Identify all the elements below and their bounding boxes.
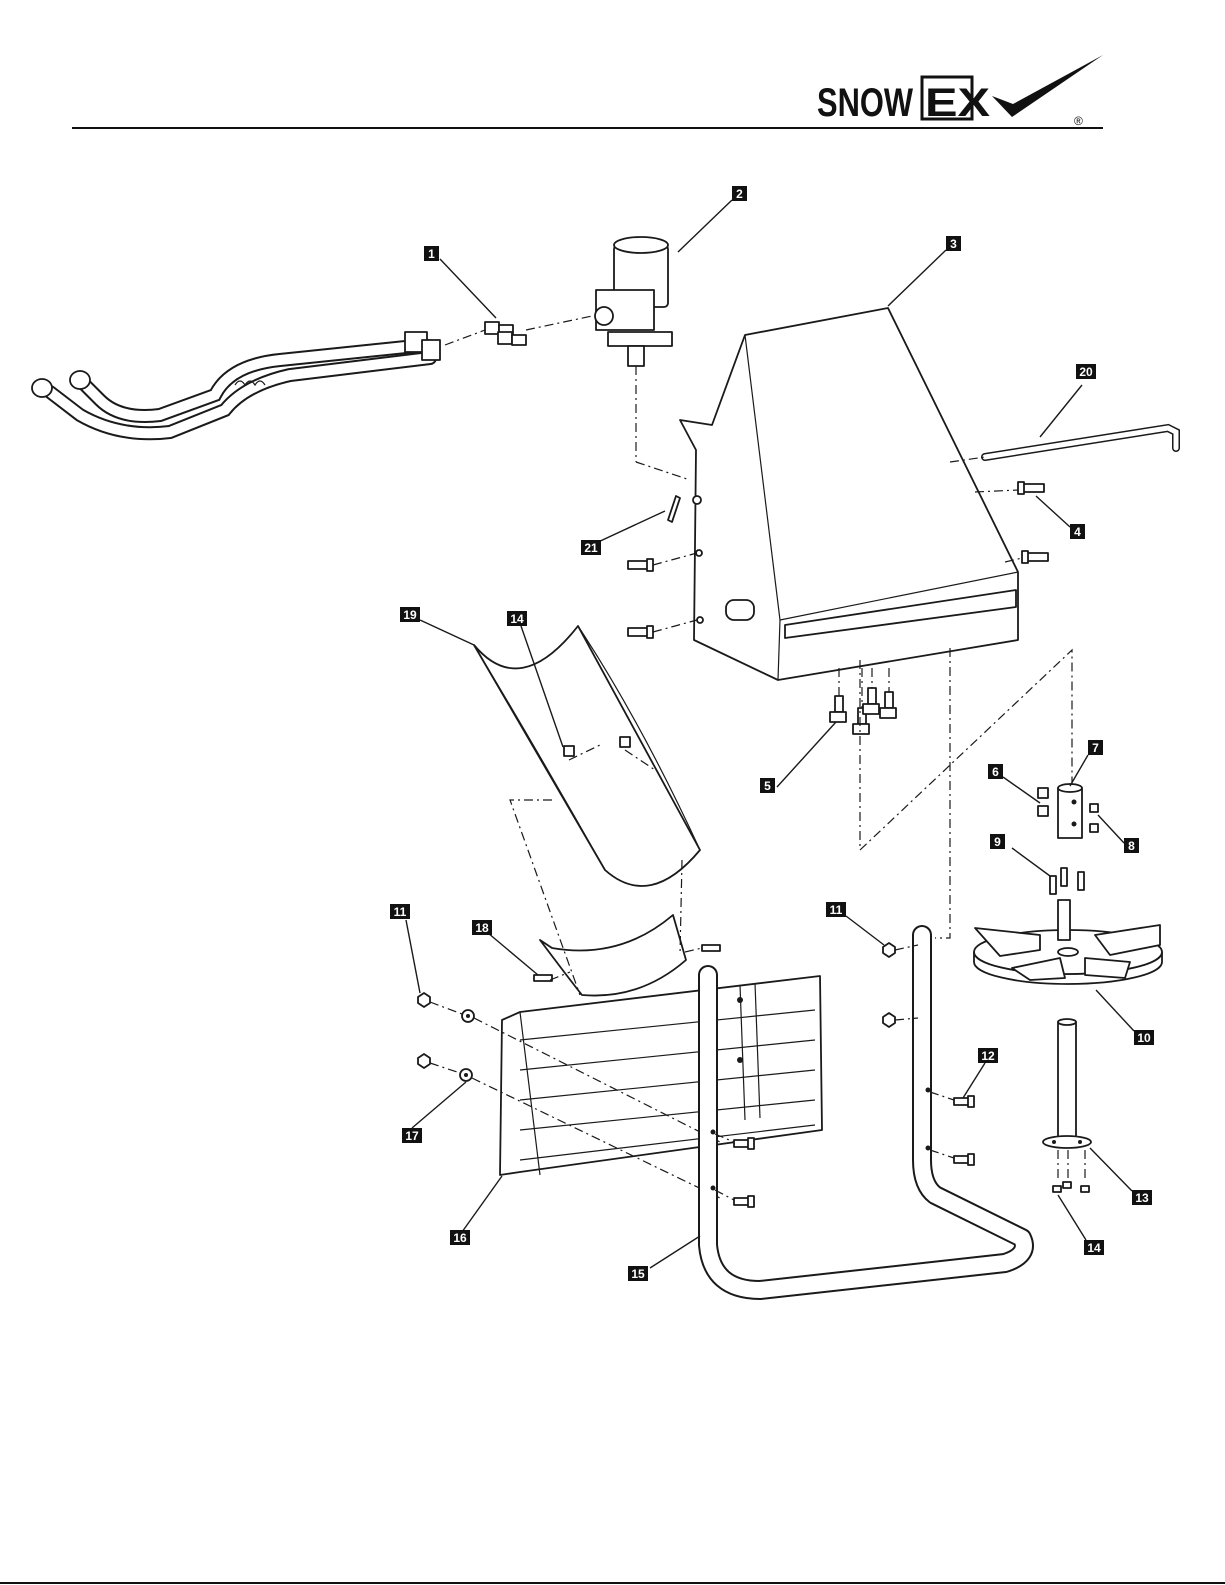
callout-1-label: 1 [428, 247, 435, 261]
spinner-shaft [1043, 1019, 1091, 1192]
callout-10-label: 10 [1137, 1031, 1151, 1045]
callout-15-label: 15 [631, 1267, 645, 1281]
callout-7: 7 [1088, 740, 1103, 755]
callout-4-label: 4 [1074, 525, 1081, 539]
callout-4: 4 [1070, 524, 1085, 539]
callout-21-label: 21 [584, 541, 598, 555]
callout-8-label: 8 [1128, 839, 1135, 853]
callout-3-label: 3 [950, 237, 957, 251]
callout-5-label: 5 [764, 779, 771, 793]
callout-9: 9 [990, 834, 1005, 849]
callout-18-label: 18 [475, 921, 489, 935]
bottom-bolts [830, 668, 896, 734]
callout-9-label: 9 [994, 835, 1001, 849]
registered-mark: ® [1074, 114, 1083, 128]
callout-8: 8 [1124, 838, 1139, 853]
snowex-logo: SNOW EX ® [817, 55, 1103, 128]
checkmark-icon [992, 55, 1103, 117]
callout-3: 3 [946, 236, 961, 251]
callout-5: 5 [760, 778, 775, 793]
callout-17-label: 17 [405, 1129, 419, 1143]
callout-20-label: 20 [1079, 365, 1093, 379]
callout-11a: 11 [390, 904, 410, 919]
callout-21: 21 [581, 540, 601, 555]
hopper-cover [680, 308, 1018, 680]
pin-rod [950, 428, 1176, 462]
callout-2: 2 [732, 186, 747, 201]
callout-10: 10 [1134, 1030, 1154, 1045]
callout-1: 1 [424, 246, 439, 261]
callout-12-label: 12 [981, 1049, 995, 1063]
callout-19-label: 19 [403, 608, 417, 622]
callout-13: 13 [1132, 1190, 1152, 1205]
callout-12: 12 [978, 1048, 998, 1063]
callout-17: 17 [402, 1128, 422, 1143]
hair-pin [668, 496, 680, 522]
hose-fittings [445, 316, 592, 345]
callout-6: 6 [988, 764, 1003, 779]
callout-13-label: 13 [1135, 1191, 1149, 1205]
spinner-disc [974, 868, 1162, 984]
coupler-assembly [1038, 784, 1098, 838]
callout-14a-label: 14 [510, 612, 524, 626]
logo-text-ex: EX [925, 81, 990, 125]
callout-16-label: 16 [453, 1231, 467, 1245]
deflector [500, 976, 822, 1175]
callout-14b: 14 [1084, 1240, 1104, 1255]
logo-text-snow: SNOW [817, 81, 913, 125]
callout-11b: 11 [826, 902, 846, 917]
callout-16: 16 [450, 1230, 470, 1245]
callout-14b-label: 14 [1087, 1241, 1101, 1255]
callout-15: 15 [628, 1266, 648, 1281]
callout-2-label: 2 [736, 187, 743, 201]
callout-11a-label: 11 [394, 905, 407, 919]
hydraulic-hoses [32, 332, 440, 433]
lower-chute [534, 915, 720, 996]
callout-14a: 14 [507, 611, 527, 626]
callout-20: 20 [1076, 364, 1096, 379]
callout-7-label: 7 [1092, 741, 1099, 755]
callout-6-label: 6 [992, 765, 999, 779]
chute [474, 626, 700, 886]
hydraulic-motor [595, 237, 690, 480]
callout-19: 19 [400, 607, 420, 622]
callout-11b-label: 11 [830, 903, 843, 917]
callout-18: 18 [472, 920, 492, 935]
